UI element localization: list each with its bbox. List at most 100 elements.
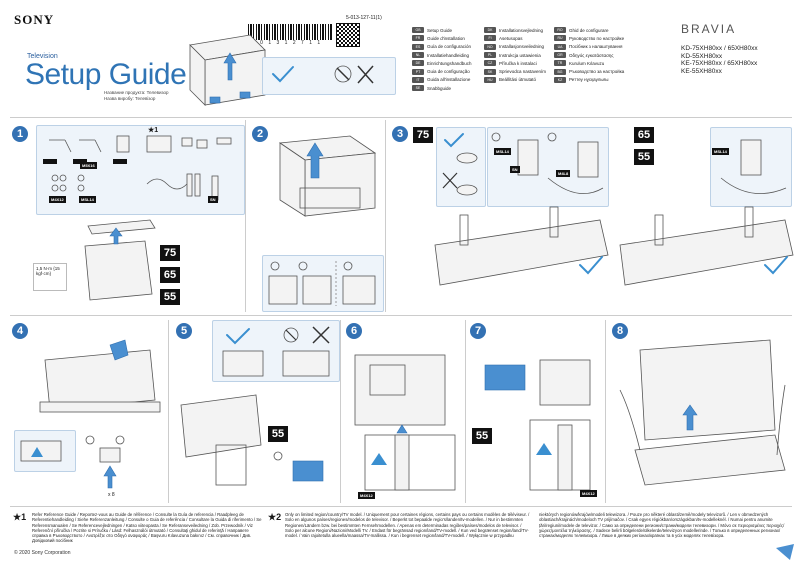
size-badge-65: 65 — [160, 267, 180, 283]
stand-attach-alt-illustration — [619, 206, 794, 286]
model-item: KE-75XH80xx / 65XH80xx — [681, 60, 758, 67]
language-label: Реттеу нұсқаулығы — [569, 77, 609, 83]
column-divider — [465, 320, 466, 503]
language-code: PT — [412, 68, 424, 75]
language-code: RO — [554, 27, 566, 34]
language-code: DK — [484, 27, 496, 34]
step-6-badge: 6 — [346, 323, 362, 339]
step-7-badge: 7 — [470, 323, 486, 339]
step-3-alt-panel — [710, 127, 792, 207]
language-code: KZ — [554, 76, 566, 83]
part-label: MSL14 — [494, 148, 511, 155]
language-code: UA — [554, 43, 566, 50]
language-code: FR — [412, 35, 424, 42]
language-label: Посібник з налаштування — [569, 44, 623, 50]
part-label: M4X12 — [358, 492, 375, 499]
screw-removal-illustration — [85, 435, 125, 489]
footnote-1-text: Refer Reference Guide / Reportez-vous au… — [32, 512, 262, 544]
part-label: MSL14 — [79, 196, 96, 203]
size-badge-65: 65 — [634, 127, 654, 143]
bracket-illustration — [484, 359, 591, 491]
tv-rear-illustration — [39, 339, 161, 413]
language-label: Οδηγός εγκατάστασης — [569, 52, 614, 58]
language-label: Asetusopas — [499, 35, 523, 41]
step-5-check-panel — [212, 320, 340, 382]
part-label: MSL14 — [712, 148, 729, 155]
language-label: Guida all'installazione — [427, 77, 471, 83]
language-label: Guia de configuração — [427, 69, 470, 75]
page-corner-arrow-icon — [776, 544, 794, 560]
language-code: PL — [484, 52, 496, 59]
doc-code: 5-013-127-11(1) — [346, 15, 382, 21]
page-title: Setup Guide — [25, 58, 187, 91]
step-2-badge: 2 — [252, 126, 268, 142]
language-label: Ghid de configurare — [569, 27, 609, 33]
language-label: Installasjonsveiledning — [499, 44, 545, 50]
column-divider — [385, 120, 386, 312]
step-3-badge: 3 — [392, 126, 408, 142]
column-divider — [340, 320, 341, 503]
row-divider — [10, 315, 792, 316]
part-label: SN — [208, 196, 218, 203]
language-label: Guía de configuración — [427, 44, 472, 50]
barcode — [248, 24, 332, 40]
sony-logo: SONY — [14, 12, 55, 27]
tv-placement-illustration — [619, 339, 786, 486]
language-label: Setup Guide — [427, 27, 453, 33]
language-label: Instrukcja ustawienia — [499, 52, 541, 58]
language-label: Einrichtungshandbuch — [427, 60, 472, 66]
step-4-detail-panel — [14, 430, 76, 472]
language-code: NL — [412, 52, 424, 59]
row-divider — [10, 506, 792, 507]
model-item: KD-75XH80xx / 65XH80xx — [681, 45, 758, 52]
stand-attach-illustration — [434, 206, 609, 286]
language-code: SE — [412, 85, 424, 92]
subtitle: Название продукта: Телевизор Назва вироб… — [104, 90, 169, 102]
language-code: GR — [554, 52, 566, 59]
unboxing-illustration — [278, 135, 377, 217]
language-code: GB — [412, 27, 424, 34]
language-code: FI — [484, 35, 496, 42]
language-label: Руководство по настройке — [569, 35, 625, 41]
model-item: KD-55XH80xx — [681, 52, 723, 60]
step-1-badge: 1 — [12, 126, 28, 142]
column-divider — [245, 120, 246, 312]
language-code: BG — [554, 68, 566, 75]
size-badge-55: 55 — [160, 289, 180, 305]
torque-note: 1,5 N·m {15 kgf·cm} — [33, 263, 67, 291]
language-code: SK — [484, 68, 496, 75]
footnote-2-text: Only on limited region/country/TV model.… — [285, 512, 785, 539]
tv-lift-illustration — [180, 394, 262, 486]
language-label: Snabbguide — [427, 85, 452, 91]
footnote-mark-1: ★1 — [13, 512, 27, 522]
subtitle-line: Название продукта: Телевизор — [104, 90, 169, 95]
language-code: NO — [484, 43, 496, 50]
qr-code — [336, 23, 360, 47]
size-badge-55: 55 — [472, 428, 492, 444]
size-badge-55: 55 — [634, 149, 654, 165]
language-code: DE — [412, 60, 424, 67]
column-divider — [605, 320, 606, 503]
language-code: HU — [484, 76, 496, 83]
model-list: KD-75XH80xx / 65XH80xx KD-55XH80xx KE-75… — [681, 45, 758, 75]
